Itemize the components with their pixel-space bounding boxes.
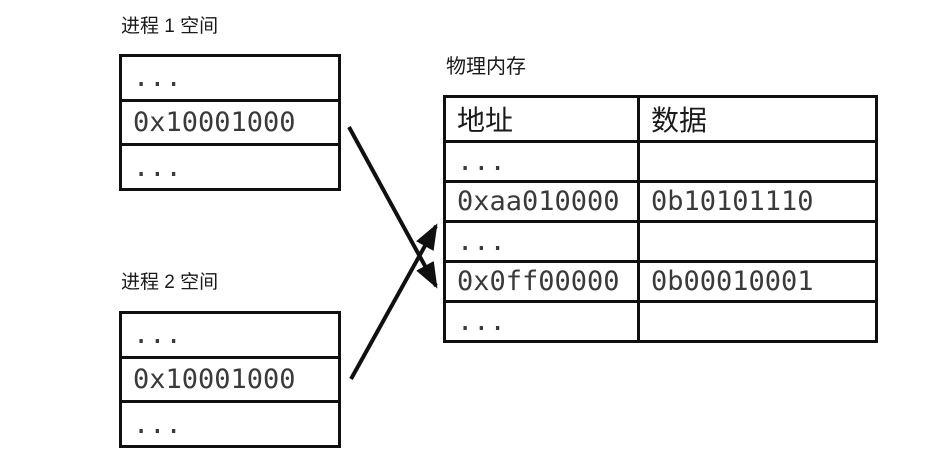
process1-address-space-box: ... 0x10001000 ... — [119, 54, 341, 191]
cell-address: 0xaa010000 — [443, 180, 640, 223]
table-row: ... — [443, 140, 878, 183]
process1-row-ellipsis-top: ... — [122, 57, 338, 102]
table-row: 0x0ff00000 0b00010001 — [443, 260, 878, 303]
cell-data — [637, 300, 878, 343]
process2-title: 进程 2 空间 — [121, 272, 219, 293]
process2-address-space-box: ... 0x10001000 ... — [119, 311, 341, 448]
physical-memory-title: 物理内存 — [446, 56, 526, 78]
cell-data: 0b00010001 — [637, 260, 878, 303]
process1-row-virtual-address: 0x10001000 — [122, 102, 338, 147]
column-header-data: 数据 — [637, 95, 878, 143]
process2-row-virtual-address: 0x10001000 — [122, 359, 338, 404]
cell-address: ... — [443, 140, 640, 183]
cell-data: 0b10101110 — [637, 180, 878, 223]
column-header-address: 地址 — [443, 95, 640, 143]
cell-address: 0x0ff00000 — [443, 260, 640, 303]
arrow-process1-to-physical — [347, 126, 438, 289]
table-row: 0xaa010000 0b10101110 — [443, 180, 878, 223]
cell-data — [637, 220, 878, 263]
cell-data — [637, 140, 878, 183]
cell-address: ... — [443, 220, 640, 263]
table-row: ... — [443, 300, 878, 343]
process1-title: 进程 1 空间 — [121, 16, 219, 37]
process2-row-ellipsis-bottom: ... — [133, 408, 182, 440]
process2-row-ellipsis-top: ... — [122, 314, 338, 359]
table-row: ... — [443, 220, 878, 263]
cell-address: ... — [443, 300, 640, 343]
physical-memory-header-row: 地址 数据 — [443, 95, 878, 143]
process1-row-ellipsis-bottom: ... — [133, 151, 182, 183]
arrow-process2-to-physical — [349, 223, 438, 380]
physical-memory-table: 地址 数据 ... 0xaa010000 0b10101110 ... 0x0f… — [443, 95, 878, 343]
